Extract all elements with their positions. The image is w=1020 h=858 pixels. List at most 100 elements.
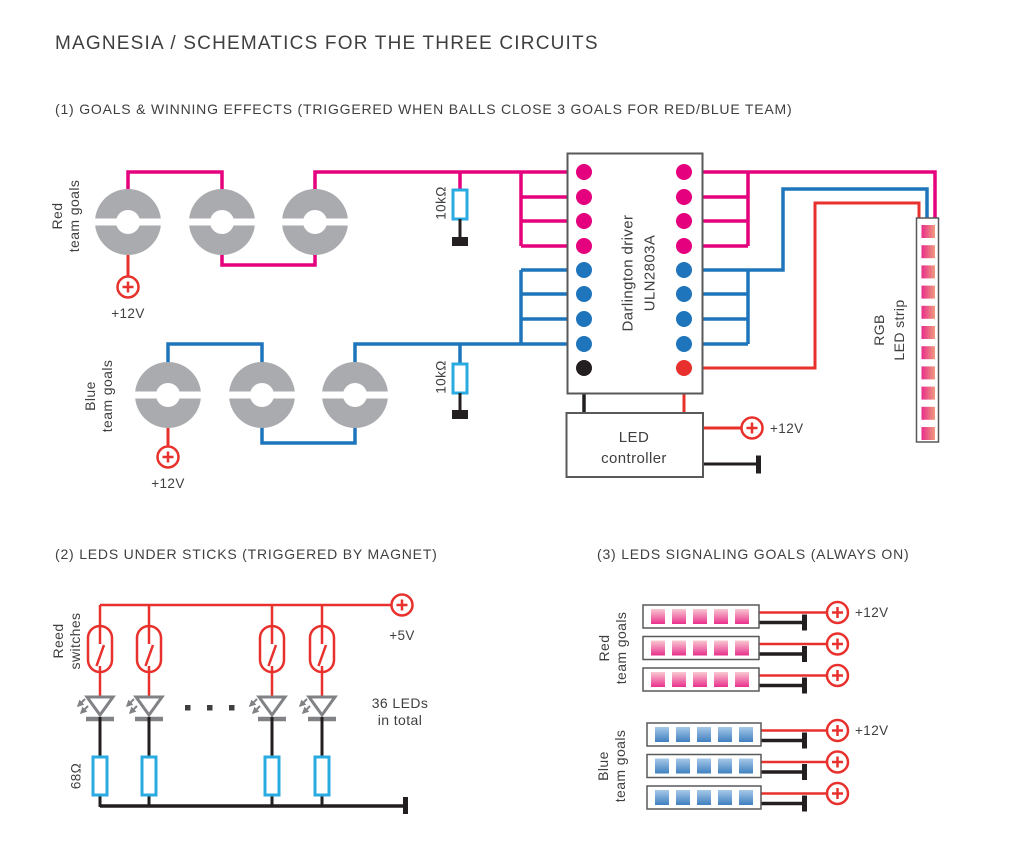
pin-ground xyxy=(576,360,592,376)
led-emission-arrow-1 xyxy=(248,698,258,708)
led-controller-box xyxy=(565,412,704,478)
red-signal-strip-1-supply xyxy=(825,600,850,625)
strip-led-8 xyxy=(921,366,935,380)
red-team-goal-sensors xyxy=(93,189,350,255)
red-signal-strip-3-supply xyxy=(825,663,850,688)
blue-signal-strip-2-supply xyxy=(825,750,850,774)
ellipsis-dot-2 xyxy=(207,705,213,711)
blue-team-supply-label: +12V xyxy=(151,476,185,491)
led-emission-arrow-2 xyxy=(79,705,89,715)
page-title: MAGNESIA / SCHEMATICS FOR THE THREE CIRC… xyxy=(55,33,599,54)
blue-signal-strip-2 xyxy=(646,753,827,780)
red-team-supply-plus xyxy=(122,281,134,293)
blue-goal-3-hole xyxy=(343,383,367,407)
resistor-10k-2 xyxy=(451,362,469,395)
led-emission-arrow-1 xyxy=(76,698,86,708)
blue-team-supply-plus xyxy=(162,451,174,463)
red-goals-label-line2: team goals xyxy=(66,180,82,252)
in-pin-blue-1 xyxy=(576,262,592,278)
red-channel-output-wires xyxy=(684,170,937,248)
reed-label-line1: Reed xyxy=(50,623,66,658)
resistor-68 xyxy=(313,755,331,797)
red-signal-strip-1: +12V xyxy=(642,604,888,631)
blue-goal-link-2-3-wire xyxy=(260,426,357,445)
in-pin-blue-2 xyxy=(576,286,592,302)
blue-goals-label-line2: team goals xyxy=(99,360,115,432)
reed-label-line2: switches xyxy=(67,613,83,670)
red-signal-strip-2-led-2 xyxy=(672,640,686,656)
c3-red-label-line1: Red xyxy=(596,635,612,662)
led-emission-arrow-2 xyxy=(251,705,261,715)
strip-led-2 xyxy=(921,245,935,259)
blue-signal-strip-3-led-5 xyxy=(739,790,753,805)
strip-label-line2: LED strip xyxy=(891,299,907,360)
led-emission-arrow-2 xyxy=(301,705,311,715)
rgb-strip-leds xyxy=(921,225,935,440)
reed-supply-label: +5V xyxy=(389,628,415,643)
reed-supply-plus xyxy=(396,599,408,611)
strip-led-11 xyxy=(921,427,935,440)
blue-signal-strip-3 xyxy=(646,785,827,812)
blue-signal-strip-2-led-4 xyxy=(718,758,732,774)
blue-signal-strip-3-led-3 xyxy=(697,790,711,805)
red-goal-2-hole xyxy=(210,210,234,234)
controller-label-line2: controller xyxy=(601,450,667,467)
blue-goal-2-hole xyxy=(250,383,274,407)
red-signal-strip-3-supply-plus xyxy=(832,670,843,681)
led-emission-arrow-1 xyxy=(125,698,135,708)
red-signal-strip-3-led-2 xyxy=(672,672,686,687)
circuit1-heading: (1) GOALS & WINNING EFFECTS (TRIGGERED W… xyxy=(55,101,793,117)
resistor-68-label: 68Ω xyxy=(69,763,84,789)
red-signal-strip-2-led-4 xyxy=(714,640,728,656)
blue-signal-strip-2-supply-plus xyxy=(832,756,843,768)
controller-supply-label: +12V xyxy=(770,421,804,436)
resistor-68 xyxy=(263,755,281,797)
strip-led-9 xyxy=(921,386,935,400)
reed-contact-wires xyxy=(144,626,155,698)
out-pin-blue-1 xyxy=(676,262,692,278)
resistor-68 xyxy=(140,755,158,797)
driver-label-line2: ULN2803A xyxy=(641,235,658,312)
reed-supply xyxy=(390,593,414,617)
resistor2-ground-symbol xyxy=(452,410,468,419)
circuit3: +12V+12V Red team goals Blue team goals xyxy=(595,604,888,812)
reed-led-branch-2 xyxy=(125,605,165,807)
resistor1-value-label: 10kΩ xyxy=(434,186,449,219)
red-signal-strip-2-led-3 xyxy=(693,640,707,656)
red-signal-strip-1-led-5 xyxy=(735,609,749,624)
red-signal-strip-1-led-4 xyxy=(714,609,728,624)
blue-goals-label-line1: Blue xyxy=(82,381,98,411)
red-goal-output-wire xyxy=(313,170,584,190)
red-signal-strip-2-led-5 xyxy=(735,640,749,656)
blue-signal-strip-2-led-1 xyxy=(655,758,669,774)
blue-signal-strip-2-led-2 xyxy=(676,758,690,774)
led-triangle xyxy=(133,695,165,718)
blue-signal-strip-1: +12V xyxy=(646,722,888,749)
circuit2: Reed switches +5V 68Ω 36 LEDs in total xyxy=(50,603,428,814)
blue-signal-strip-3-supply xyxy=(825,781,850,806)
out-pin-blue-2 xyxy=(676,286,692,302)
blue-channel-output-wires xyxy=(684,187,929,346)
red-signal-strip-1-led-2 xyxy=(672,609,686,624)
c3-blue-label-line1: Blue xyxy=(595,751,611,781)
led-emission-arrow-2 xyxy=(128,705,138,715)
red-signal-strip-1-ground-terminal xyxy=(802,614,807,631)
reed-contact-wires xyxy=(317,626,328,698)
blue-team-supply xyxy=(156,445,180,469)
red-signal-strip-2-led-1 xyxy=(651,640,665,656)
red-team-supply-label: +12V xyxy=(111,306,145,321)
strip-led-5 xyxy=(921,305,935,319)
strip-led-3 xyxy=(921,265,935,279)
blue-signal-strip-1-led-5 xyxy=(739,727,753,742)
led-count-note-line2: in total xyxy=(378,712,422,728)
reed-led-branch-4 xyxy=(298,605,338,807)
blue-signal-strip-3-led-4 xyxy=(718,790,732,805)
red-signal-strip-2-ground-terminal xyxy=(802,646,807,662)
in-pin-magenta-3 xyxy=(576,213,592,229)
in-pin-blue-4 xyxy=(576,336,592,352)
controller-ground-terminal xyxy=(756,455,761,474)
circuit2-heading: (2) LEDS UNDER STICKS (TRIGGERED BY MAGN… xyxy=(55,546,438,562)
blue-signal-strip-1-supply xyxy=(825,718,850,743)
